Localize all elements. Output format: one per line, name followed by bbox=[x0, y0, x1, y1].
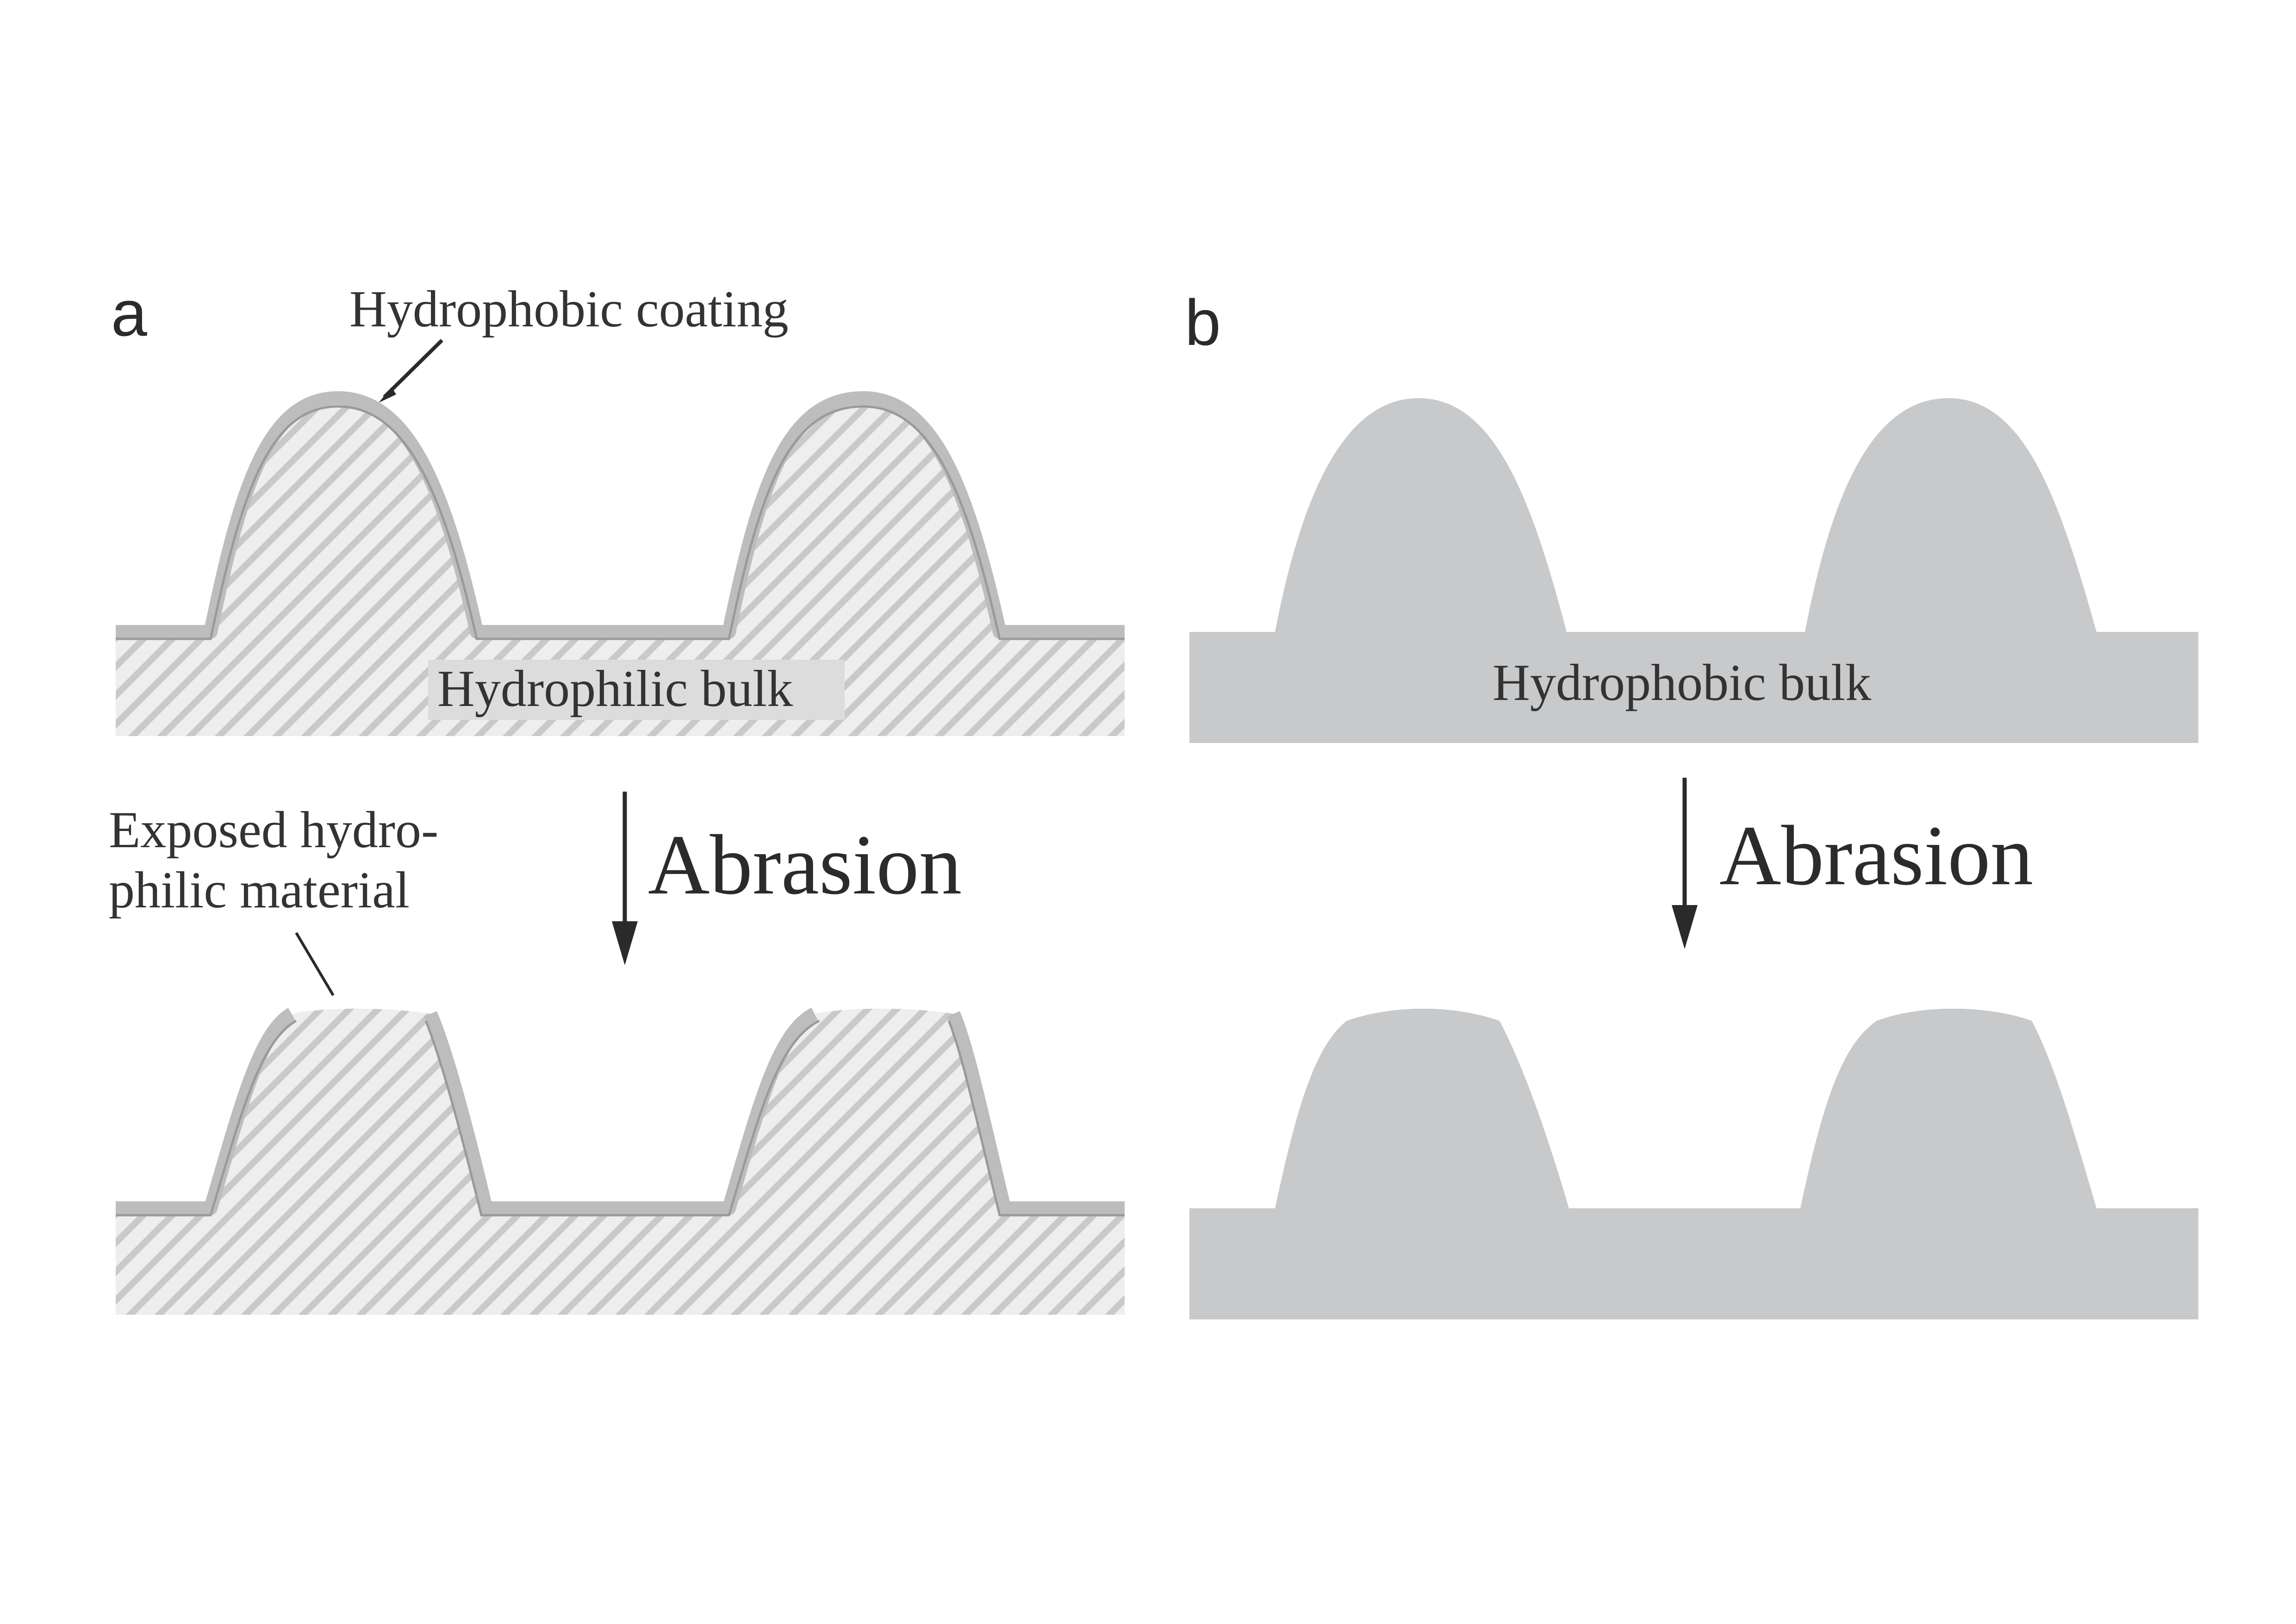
panel-b-bottom-structure bbox=[1189, 1008, 2198, 1319]
panel-b-abrasion-label: Abrasion bbox=[1719, 808, 2033, 903]
exposed-material-label-line1: Exposed hydro- bbox=[109, 801, 438, 859]
hydrophilic-bulk-label: Hydrophilic bulk bbox=[437, 660, 793, 718]
hydrophobic-bulk-label: Hydrophobic bulk bbox=[1493, 654, 1871, 712]
panel-a-top-structure bbox=[116, 398, 1125, 736]
exposed-pointer-line bbox=[295, 932, 335, 996]
coating-pointer-line bbox=[383, 339, 443, 399]
panel-b-abrasion-arrow-head bbox=[1672, 905, 1698, 949]
panel-b: b Hydrophobic bulk Abrasion bbox=[1185, 286, 2198, 1319]
hydrophobic-coating-label: Hydrophobic coating bbox=[349, 281, 789, 338]
hydrophilic-bulk-label-backdrop bbox=[428, 660, 845, 720]
panel-a-bottom-coating-edge bbox=[116, 1019, 1125, 1217]
panel-a-letter: a bbox=[111, 277, 147, 350]
panel-a-abrasion-label: Abrasion bbox=[648, 818, 962, 912]
panel-a: a Hydrophobic coating Hydrophilic bulk A… bbox=[109, 277, 1125, 1315]
panel-b-top-structure bbox=[1189, 398, 2198, 743]
panel-a-top-coating bbox=[116, 391, 1125, 639]
panel-b-letter: b bbox=[1185, 286, 1221, 359]
panel-a-abrasion-arrow-head bbox=[612, 921, 638, 965]
coating-pointer-head bbox=[379, 387, 396, 403]
exposed-material-label-line2: philic material bbox=[109, 862, 410, 919]
panel-a-bottom-structure bbox=[116, 1008, 1125, 1315]
panel-a-bottom-coating bbox=[116, 1007, 1125, 1215]
panel-a-top-coating-edge bbox=[116, 405, 1125, 640]
